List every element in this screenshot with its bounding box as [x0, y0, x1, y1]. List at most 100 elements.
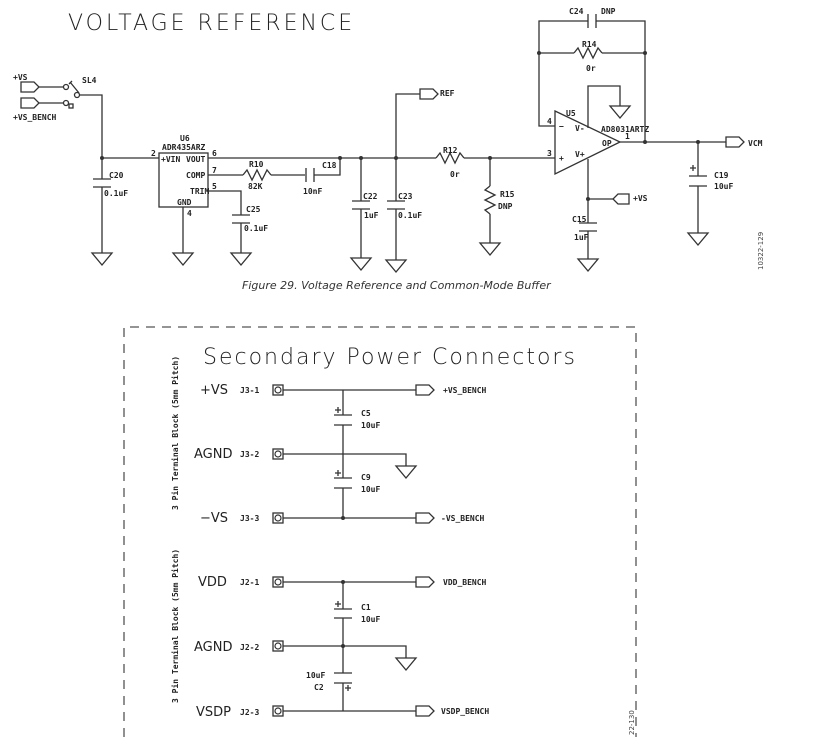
svg-text:C1: C1: [361, 603, 371, 612]
svg-text:VDD: VDD: [198, 575, 227, 590]
capacitor-c2: 10uF C2: [306, 671, 325, 692]
resistor-r10: R10 82K: [208, 160, 305, 191]
svg-text:C22: C22: [363, 192, 378, 201]
svg-text:VSDP: VSDP: [196, 705, 231, 720]
svg-text:U6: U6: [180, 134, 190, 143]
svg-text:VOUT: VOUT: [186, 155, 205, 164]
ic-u6-adr435: U6 ADR435ARZ +VIN VOUT COMP TRIM GND 2 6…: [151, 134, 217, 266]
connector-j2: VDD J2-1 VDD_BENCH AGND J2-2 VSDP J2-3 V…: [194, 575, 489, 720]
capacitor-c24: C24 DNP: [569, 7, 616, 16]
svg-text:0.1uF: 0.1uF: [398, 211, 422, 220]
svg-text:0.1uF: 0.1uF: [244, 224, 268, 233]
dashed-border: [123, 326, 637, 737]
svg-text:OP: OP: [602, 139, 612, 148]
svg-text:2: 2: [151, 149, 156, 158]
svg-text:R14: R14: [582, 40, 597, 49]
switch-label: SL4: [82, 76, 97, 85]
capacitor-c1: C1 10uF: [361, 603, 380, 624]
svg-text:TRIM: TRIM: [190, 187, 209, 196]
capacitor-c19: C19 10uF: [687, 142, 733, 246]
svg-text:C23: C23: [398, 192, 413, 201]
svg-text:R12: R12: [443, 146, 458, 155]
svg-text:AD8031ARTZ: AD8031ARTZ: [601, 125, 649, 134]
svg-text:+VIN: +VIN: [161, 155, 180, 164]
svg-text:C19: C19: [714, 171, 729, 180]
svg-text:GND: GND: [177, 198, 192, 207]
vcm-output: VCM: [620, 136, 763, 148]
svg-text:VDD_BENCH: VDD_BENCH: [443, 578, 487, 587]
svg-text:10uF: 10uF: [306, 671, 325, 680]
svg-text:10uF: 10uF: [361, 615, 380, 624]
figure-caption: Figure 29. Voltage Reference and Common-…: [242, 279, 552, 292]
j2-block-label: 3 Pin Terminal Block (5mm Pitch): [170, 549, 180, 703]
svg-text:+: +: [559, 154, 564, 163]
svg-text:+VS: +VS: [200, 383, 228, 398]
svg-text:+VS_BENCH: +VS_BENCH: [443, 386, 487, 395]
vs-supply-flag: +VS: [612, 193, 648, 205]
svg-text:C25: C25: [246, 205, 261, 214]
svg-text:82K: 82K: [248, 182, 263, 191]
svg-text:4: 4: [547, 117, 552, 126]
svg-text:J3-1: J3-1: [240, 386, 259, 395]
svg-text:VCM: VCM: [748, 139, 763, 148]
svg-text:0r: 0r: [450, 170, 460, 179]
svg-text:J2-3: J2-3: [240, 708, 259, 717]
svg-text:R15: R15: [500, 190, 515, 199]
svg-text:10uF: 10uF: [714, 182, 733, 191]
svg-text:C9: C9: [361, 473, 371, 482]
svg-text:C2: C2: [314, 683, 324, 692]
figure-id: 10322-129: [757, 232, 765, 270]
capacitor-c9: C9 10uF: [361, 473, 380, 494]
svg-text:C24: C24: [569, 7, 584, 16]
ref-flag: REF: [395, 88, 455, 158]
resistor-r12: R12 0r: [435, 146, 465, 179]
vs-input-flag: +VS: [13, 73, 63, 93]
svg-text:R10: R10: [249, 160, 264, 169]
svg-text:C5: C5: [361, 409, 371, 418]
svg-text:−: −: [559, 122, 564, 131]
svg-text:1: 1: [625, 132, 630, 141]
svg-text:C20: C20: [109, 171, 124, 180]
svg-text:C18: C18: [322, 161, 337, 170]
svg-text:10uF: 10uF: [361, 485, 380, 494]
voltage-reference-title: VOLTAGE REFERENCE: [68, 11, 355, 36]
svg-text:ADR435ARZ: ADR435ARZ: [162, 143, 206, 152]
j3-block-label: 3 Pin Terminal Block (5mm Pitch): [170, 356, 180, 510]
svg-text:J3-3: J3-3: [240, 514, 259, 523]
figure-id-2: 22-130: [628, 710, 636, 735]
capacitor-c5: C5 10uF: [361, 409, 380, 430]
svg-text:REF: REF: [440, 89, 455, 98]
svg-text:5: 5: [212, 182, 217, 191]
svg-text:−VS: −VS: [200, 511, 228, 526]
resistor-r14: R14 0r: [537, 40, 647, 73]
vs-bench-net-label: +VS_BENCH: [13, 113, 57, 122]
svg-text:0.1uF: 0.1uF: [104, 189, 128, 198]
u5-pin3: 3: [547, 149, 552, 158]
svg-text:U5: U5: [566, 109, 576, 118]
svg-text:0r: 0r: [586, 64, 596, 73]
svg-text:6: 6: [212, 149, 217, 158]
svg-text:10uF: 10uF: [361, 421, 380, 430]
opamp-u5-ad8031: U5 AD8031ARTZ V- V+ OP − + 4 1: [538, 14, 649, 176]
svg-text:DNP: DNP: [498, 202, 513, 211]
svg-text:1uF: 1uF: [574, 233, 589, 242]
capacitor-c23: C23 0.1uF: [385, 156, 422, 273]
capacitor-c15: C15 1uF: [572, 159, 613, 272]
svg-text:V-: V-: [575, 124, 585, 133]
svg-text:VSDP_BENCH: VSDP_BENCH: [441, 707, 489, 716]
secondary-power-title: Secondary Power Connectors: [203, 345, 577, 370]
svg-text:COMP: COMP: [186, 171, 205, 180]
connector-j3: +VS J3-1 +VS_BENCH AGND J3-2 −VS J3-3 -V…: [194, 383, 487, 526]
svg-text:C15: C15: [572, 215, 587, 224]
resistor-r15: R15 DNP: [479, 156, 515, 256]
svg-text:J3-2: J3-2: [240, 450, 259, 459]
svg-text:AGND: AGND: [194, 447, 232, 462]
svg-text:4: 4: [187, 209, 192, 218]
svg-text:1uF: 1uF: [364, 211, 379, 220]
svg-text:V+: V+: [575, 150, 585, 159]
vs-net-label: +VS: [13, 73, 28, 82]
svg-text:DNP: DNP: [601, 7, 616, 16]
capacitor-c22: C22 1uF: [350, 156, 379, 271]
